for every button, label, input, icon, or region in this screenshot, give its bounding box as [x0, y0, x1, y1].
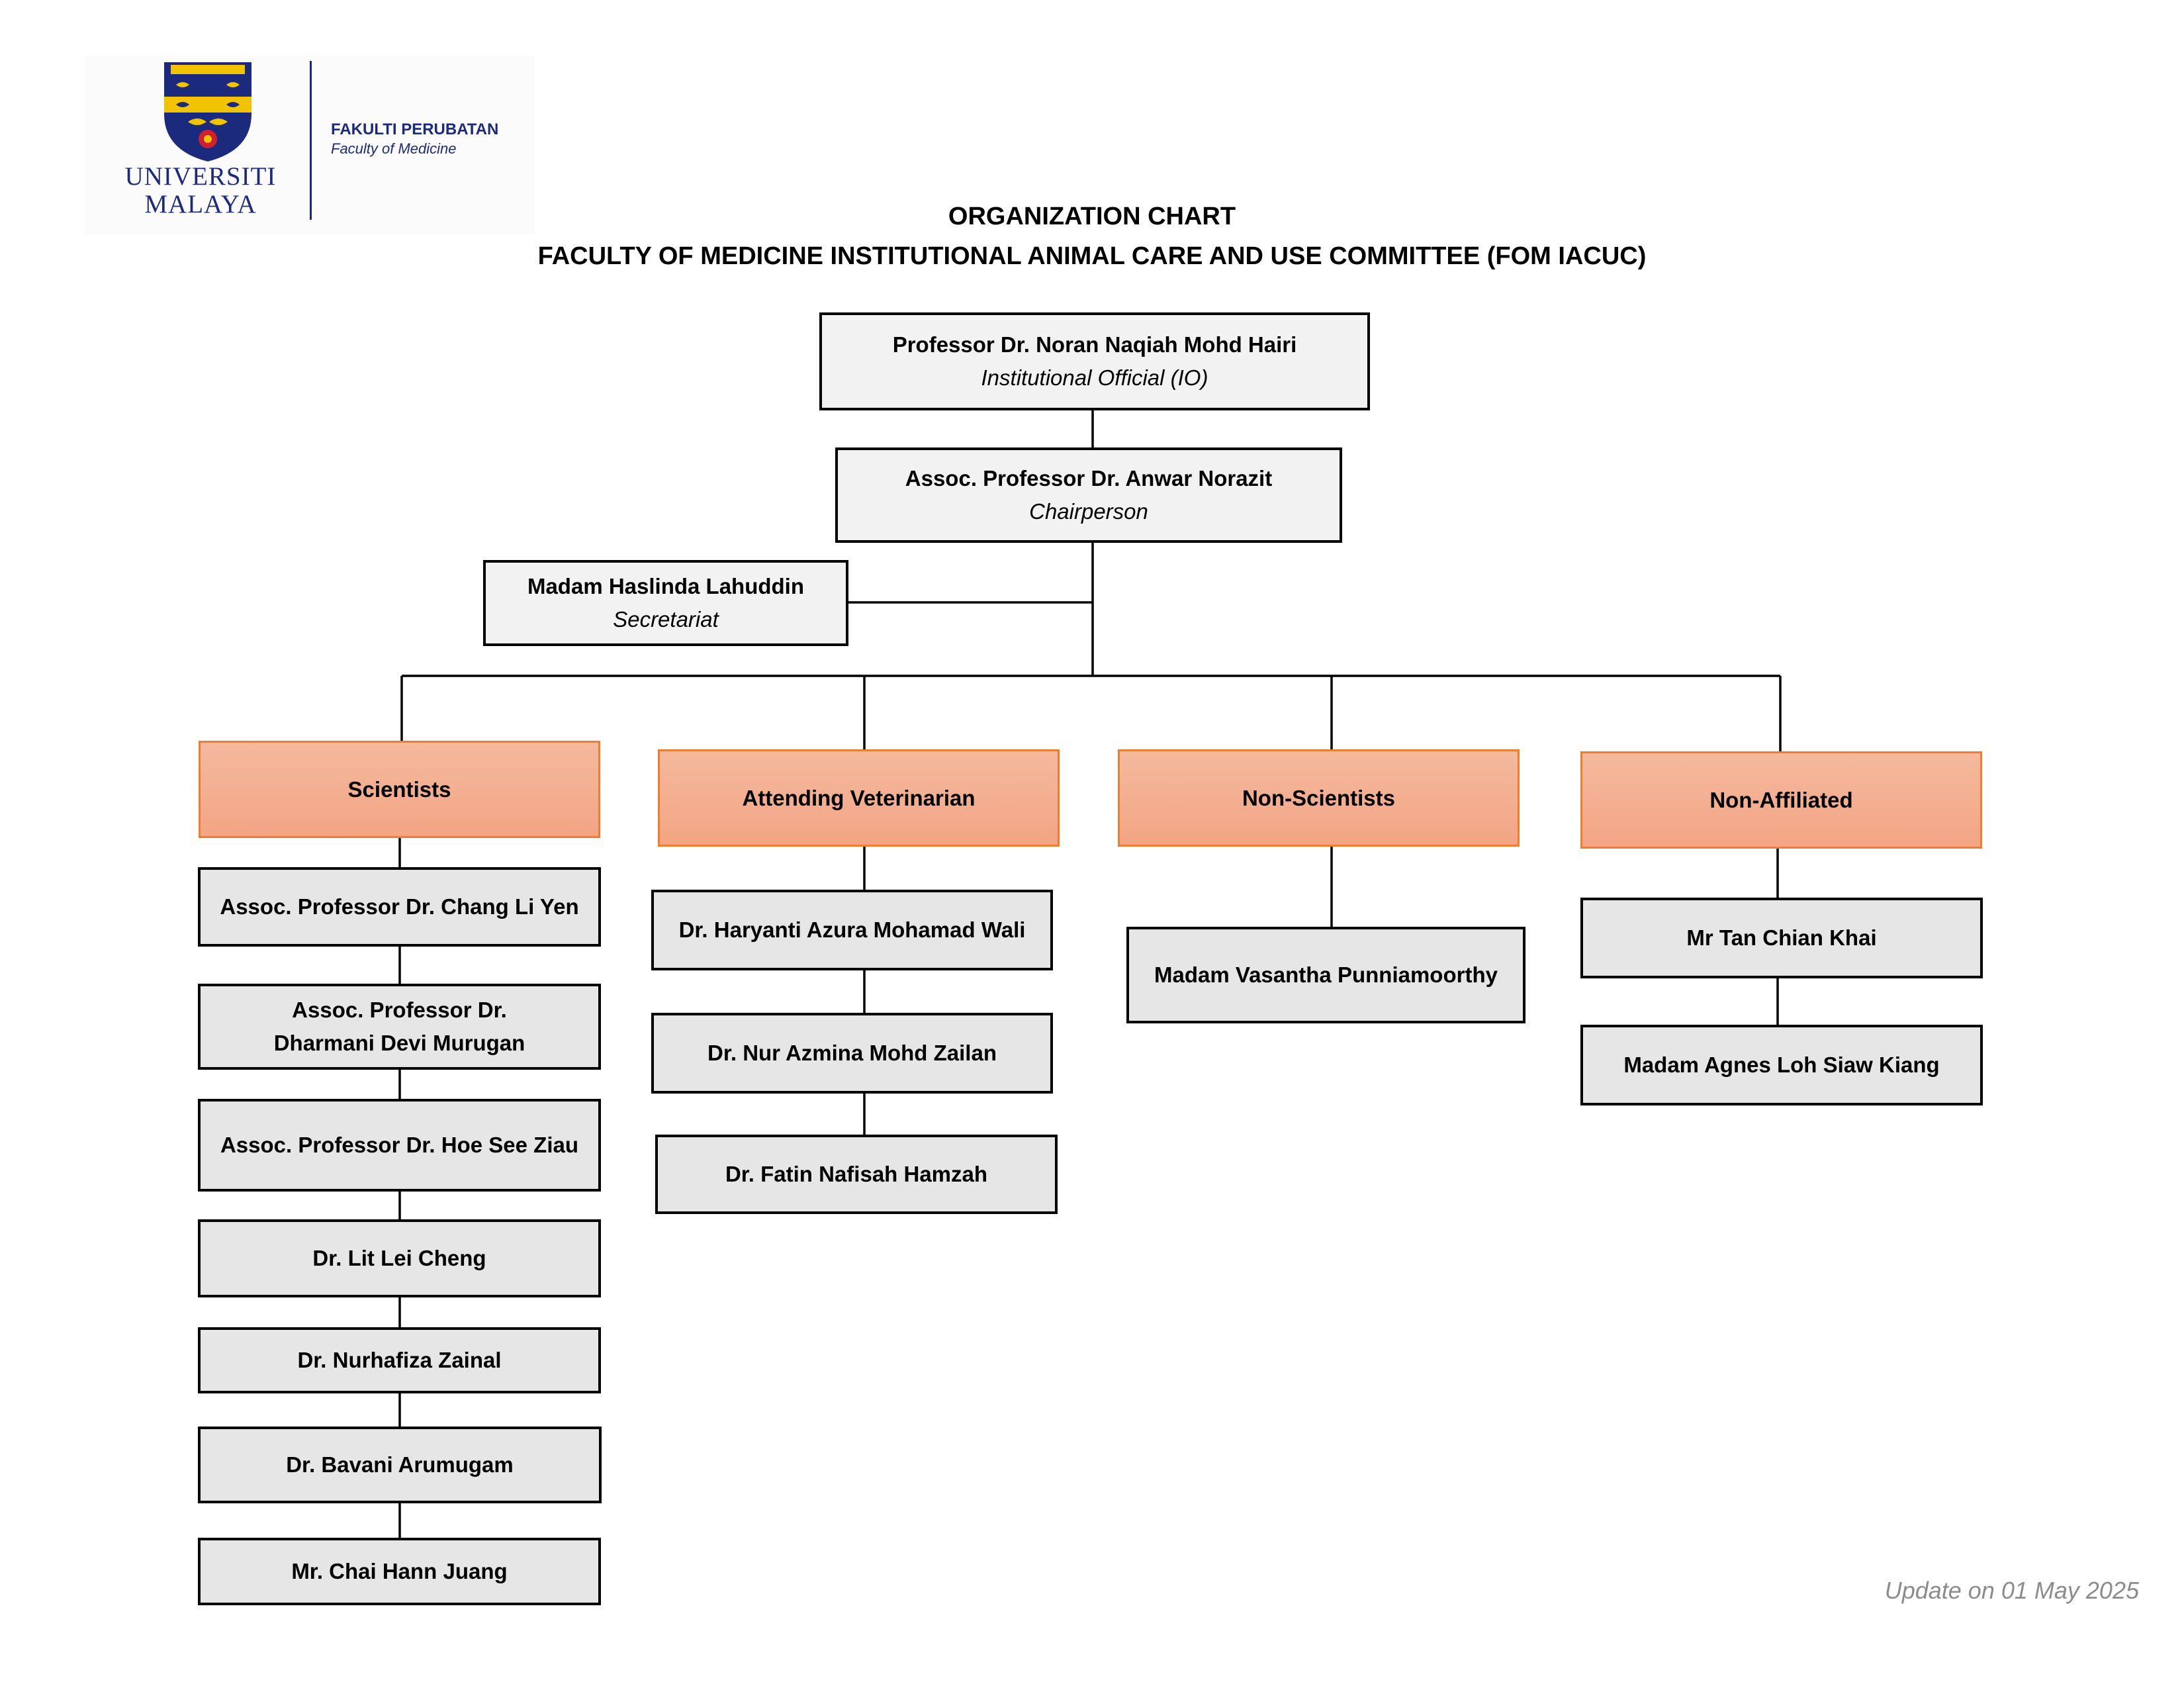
secretariat-box: Madam Haslinda Lahuddin Secretariat	[483, 560, 848, 646]
category-label: Non-Scientists	[1242, 785, 1396, 810]
category-scientists: Scientists	[199, 741, 600, 838]
chart-subtitle: FACULTY OF MEDICINE INSTITUTIONAL ANIMAL…	[537, 242, 1647, 270]
member-name: Assoc. Professor Dr. Chang Li Yen	[220, 894, 579, 919]
member-name: Dr. Nurhafiza Zainal	[297, 1348, 502, 1372]
member-name: Assoc. Professor Dr. Hoe See Ziau	[220, 1133, 579, 1157]
member-name: Madam Vasantha Punniamoorthy	[1154, 962, 1498, 987]
member-box: Dr. Bavani Arumugam	[198, 1427, 602, 1503]
category-non-affiliated: Non-Affiliated	[1580, 751, 1982, 849]
member-name: Dr. Fatin Nafisah Hamzah	[725, 1162, 988, 1186]
member-name: Assoc. Professor Dr. Dharmani Devi Murug…	[273, 998, 525, 1055]
category-non-scientists: Non-Scientists	[1118, 749, 1520, 847]
faculty-name: FAKULTI PERUBATAN	[331, 120, 499, 138]
member-box: Dr. Lit Lei Cheng	[198, 1219, 601, 1297]
member-name: Mr Tan Chian Khai	[1686, 925, 1877, 950]
update-date-note: Update on 01 May 2025	[1884, 1577, 2139, 1604]
university-name-line1: UNIVERSITI	[124, 162, 277, 191]
member-box: Madam Agnes Loh Siaw Kiang	[1580, 1025, 1983, 1105]
secretariat-name: Madam Haslinda Lahuddin	[527, 574, 805, 598]
io-role: Institutional Official (IO)	[981, 365, 1208, 390]
member-name: Dr. Nur Azmina Mohd Zailan	[707, 1041, 997, 1065]
member-box: Assoc. Professor Dr. Chang Li Yen	[198, 867, 601, 947]
member-name: Dr. Haryanti Azura Mohamad Wali	[678, 917, 1026, 942]
member-box: Mr Tan Chian Khai	[1580, 898, 1983, 978]
member-box: Madam Vasantha Punniamoorthy	[1126, 927, 1525, 1023]
category-label: Non-Affiliated	[1709, 787, 1853, 812]
member-name: Dr. Lit Lei Cheng	[312, 1246, 486, 1270]
member-box: Assoc. Professor Dr. Hoe See Ziau	[198, 1099, 601, 1192]
chairperson-box: Assoc. Professor Dr. Anwar Norazit Chair…	[835, 447, 1342, 543]
member-box: Dr. Fatin Nafisah Hamzah	[655, 1135, 1058, 1214]
university-crest-icon	[164, 62, 251, 162]
chairperson-role: Chairperson	[1029, 499, 1148, 524]
university-name-line2: MALAYA	[144, 190, 257, 218]
member-name: Dr. Bavani Arumugam	[286, 1452, 514, 1477]
secretariat-role: Secretariat	[613, 607, 719, 632]
faculty-name-english: Faculty of Medicine	[331, 140, 457, 157]
member-name: Madam Agnes Loh Siaw Kiang	[1623, 1053, 1940, 1077]
category-label: Scientists	[347, 776, 451, 802]
university-logo: UNIVERSITI MALAYA FAKULTI PERUBATAN Facu…	[85, 56, 535, 234]
member-box: Dr. Haryanti Azura Mohamad Wali	[651, 890, 1053, 970]
member-box: Dr. Nur Azmina Mohd Zailan	[651, 1013, 1053, 1094]
member-box: Dr. Nurhafiza Zainal	[198, 1327, 601, 1393]
chart-title: ORGANIZATION CHART	[948, 203, 1236, 230]
io-name: Professor Dr. Noran Naqiah Mohd Hairi	[892, 332, 1297, 357]
category-label: Attending Veterinarian	[742, 785, 976, 810]
chairperson-name: Assoc. Professor Dr. Anwar Norazit	[905, 466, 1273, 491]
member-name: Mr. Chai Hann Juang	[291, 1559, 508, 1583]
logo-divider	[310, 61, 312, 220]
category-attending-veterinarian: Attending Veterinarian	[658, 749, 1060, 847]
member-box: Assoc. Professor Dr. Dharmani Devi Murug…	[198, 984, 601, 1070]
member-box: Mr. Chai Hann Juang	[198, 1538, 601, 1605]
io-box: Professor Dr. Noran Naqiah Mohd Hairi In…	[819, 312, 1370, 410]
